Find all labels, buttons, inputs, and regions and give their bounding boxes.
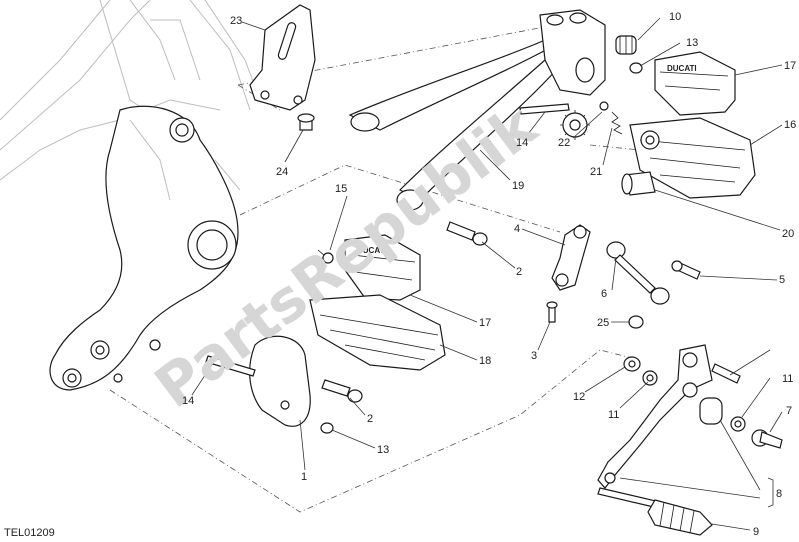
part-17-pad-left: DUCATI [344,234,421,301]
part-14-pin-top [519,103,570,115]
leader-lines [191,17,783,531]
part-4-lever [551,224,591,291]
part-13-nut-lower [320,422,334,434]
label-19: 19 [512,180,524,192]
part-11-washer-a [642,370,658,386]
part-2-bolt-lower [321,379,363,403]
label-16: 16 [784,119,796,131]
pad-brand-text: DUCATI [667,64,697,73]
label-5: 5 [779,274,785,286]
label-10: 10 [669,11,681,23]
label-7: 7 [786,405,792,417]
part-10-rubber [615,35,637,55]
part-18-footpeg-left [309,294,446,371]
part-23-bracket [249,4,316,111]
label-17-top: 17 [784,60,796,72]
part-24-screw [297,113,315,131]
part-19-bracket-arm [348,9,606,211]
label-1: 1 [301,471,307,483]
part-5-bolt-right [711,363,741,384]
part-17-pad-top: DUCATI [654,51,736,116]
label-21: 21 [590,166,602,178]
label-3: 3 [531,350,537,362]
label-14-lower: 14 [182,395,194,407]
bushing [699,397,723,425]
label-22: 22 [558,137,570,149]
pad-brand-text-left: DUCATI [357,246,387,255]
label-13-top: 13 [686,37,698,49]
part-21-spring [599,101,623,135]
label-9: 9 [753,526,759,538]
part-11-washer-b [730,416,746,432]
label-15: 15 [335,183,347,195]
label-8: 8 [776,488,782,500]
label-13-lower: 13 [377,444,389,456]
label-4: 4 [514,223,520,235]
part-13-nut-top [629,62,643,74]
frame-casting [49,105,241,391]
label-23: 23 [230,15,242,27]
part-25-nut [628,315,644,329]
callout-labels: 23 24 10 13 17 14 22 21 16 19 20 15 4 2 … [182,11,796,538]
label-25: 25 [597,317,609,329]
part-14-pin-lower [205,355,256,377]
frame-outline [0,0,261,181]
label-14-top: 14 [516,137,528,149]
label-20: 20 [782,228,794,240]
part-5-bolt [671,260,701,280]
label-24: 24 [276,166,288,178]
part-8-gear-lever [597,344,713,489]
part-1-plate [249,335,311,427]
label-18: 18 [479,355,491,367]
label-11-left: 11 [608,409,619,421]
part-16-footpeg-top [629,117,756,199]
label-2-lower: 2 [367,413,373,425]
part-2-bolt-upper [446,221,488,246]
gear-icon [560,110,590,140]
part-15-spring [317,249,334,271]
part-3-bolt [546,301,558,323]
drawing-code: TEL01209 [4,527,55,539]
label-17-left: 17 [479,317,491,329]
part-20-pivot [621,171,656,196]
label-2-upper: 2 [516,266,522,278]
label-12: 12 [573,391,585,403]
part-9-rubber-peg [597,487,713,536]
part-7-pin [751,429,783,449]
part-12-washer [623,356,641,372]
label-6: 6 [601,288,607,300]
label-11-right: 11 [782,373,793,385]
part-6-rod [606,241,670,305]
